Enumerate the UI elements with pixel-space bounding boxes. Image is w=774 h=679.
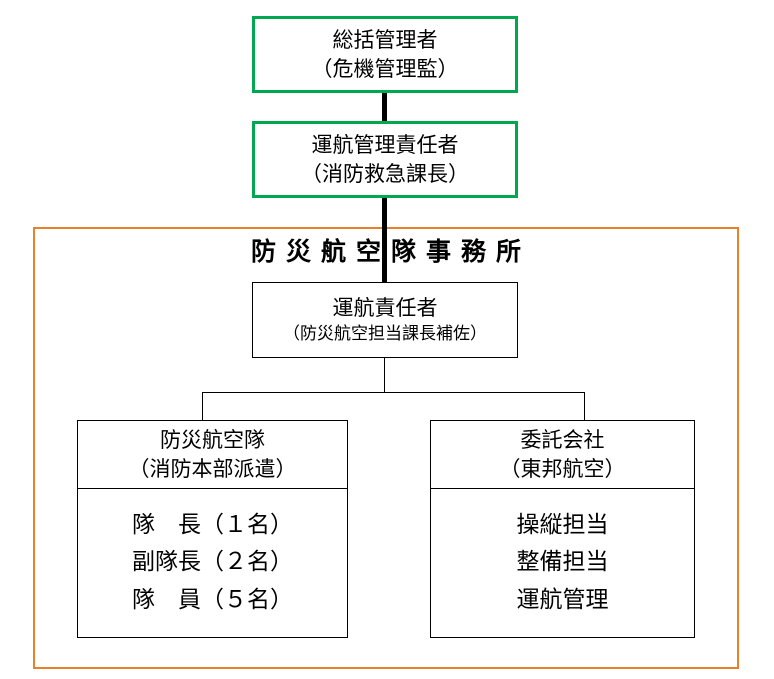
list-item: 隊 長（１名） [132,512,293,539]
node-flight-operations-manager[interactable]: 運航管理責任者 （消防救急課長） [252,121,518,198]
list-item: 操縦担当 [516,512,609,539]
node-air-rescue-unit[interactable]: 防災航空隊 （消防本部派遣） 隊 長（１名） 副隊長（２名） 隊 員（５名） [77,420,348,638]
node-flight-operations-manager-subtitle: （消防救急課長） [301,161,469,186]
list-item: 整備担当 [516,549,609,576]
list-item: 運航管理 [516,586,609,613]
connector-operations-to-office [382,198,387,282]
node-flight-operations-manager-title: 運航管理責任者 [311,133,459,158]
node-contracted-company-title: 委託会社 [520,428,605,453]
list-item: 隊 員（５名） [132,586,293,613]
node-contracted-company-roles: 操縦担当 整備担当 運航管理 [431,489,694,637]
node-air-rescue-unit-title: 防災航空隊 [160,428,265,453]
connector-units-bus [202,392,585,393]
connector-drop-left-unit [202,392,203,421]
node-contracted-company-header: 委託会社 （東邦航空） [431,421,694,489]
node-operations-chief[interactable]: 運航責任者 （防災航空担当課長補佐） [252,282,518,358]
connector-drop-right-unit [584,392,585,421]
node-contracted-company[interactable]: 委託会社 （東邦航空） 操縦担当 整備担当 運航管理 [430,420,695,638]
node-operations-chief-title: 運航責任者 [332,296,438,321]
node-operations-chief-subtitle: （防災航空担当課長補佐） [283,323,487,344]
node-contracted-company-subtitle: （東邦航空） [499,456,626,481]
node-air-rescue-unit-subtitle: （消防本部派遣） [128,456,297,481]
node-air-rescue-unit-header: 防災航空隊 （消防本部派遣） [78,421,347,489]
node-general-manager-title: 総括管理者 [332,28,438,53]
node-air-rescue-unit-members: 隊 長（１名） 副隊長（２名） 隊 員（５名） [78,489,347,637]
node-general-manager-subtitle: （危機管理監） [311,56,459,81]
list-item: 副隊長（２名） [132,549,293,576]
connector-chief-stem [384,358,385,393]
connector-general-to-operations [382,93,387,121]
node-general-manager[interactable]: 総括管理者 （危機管理監） [252,16,518,93]
